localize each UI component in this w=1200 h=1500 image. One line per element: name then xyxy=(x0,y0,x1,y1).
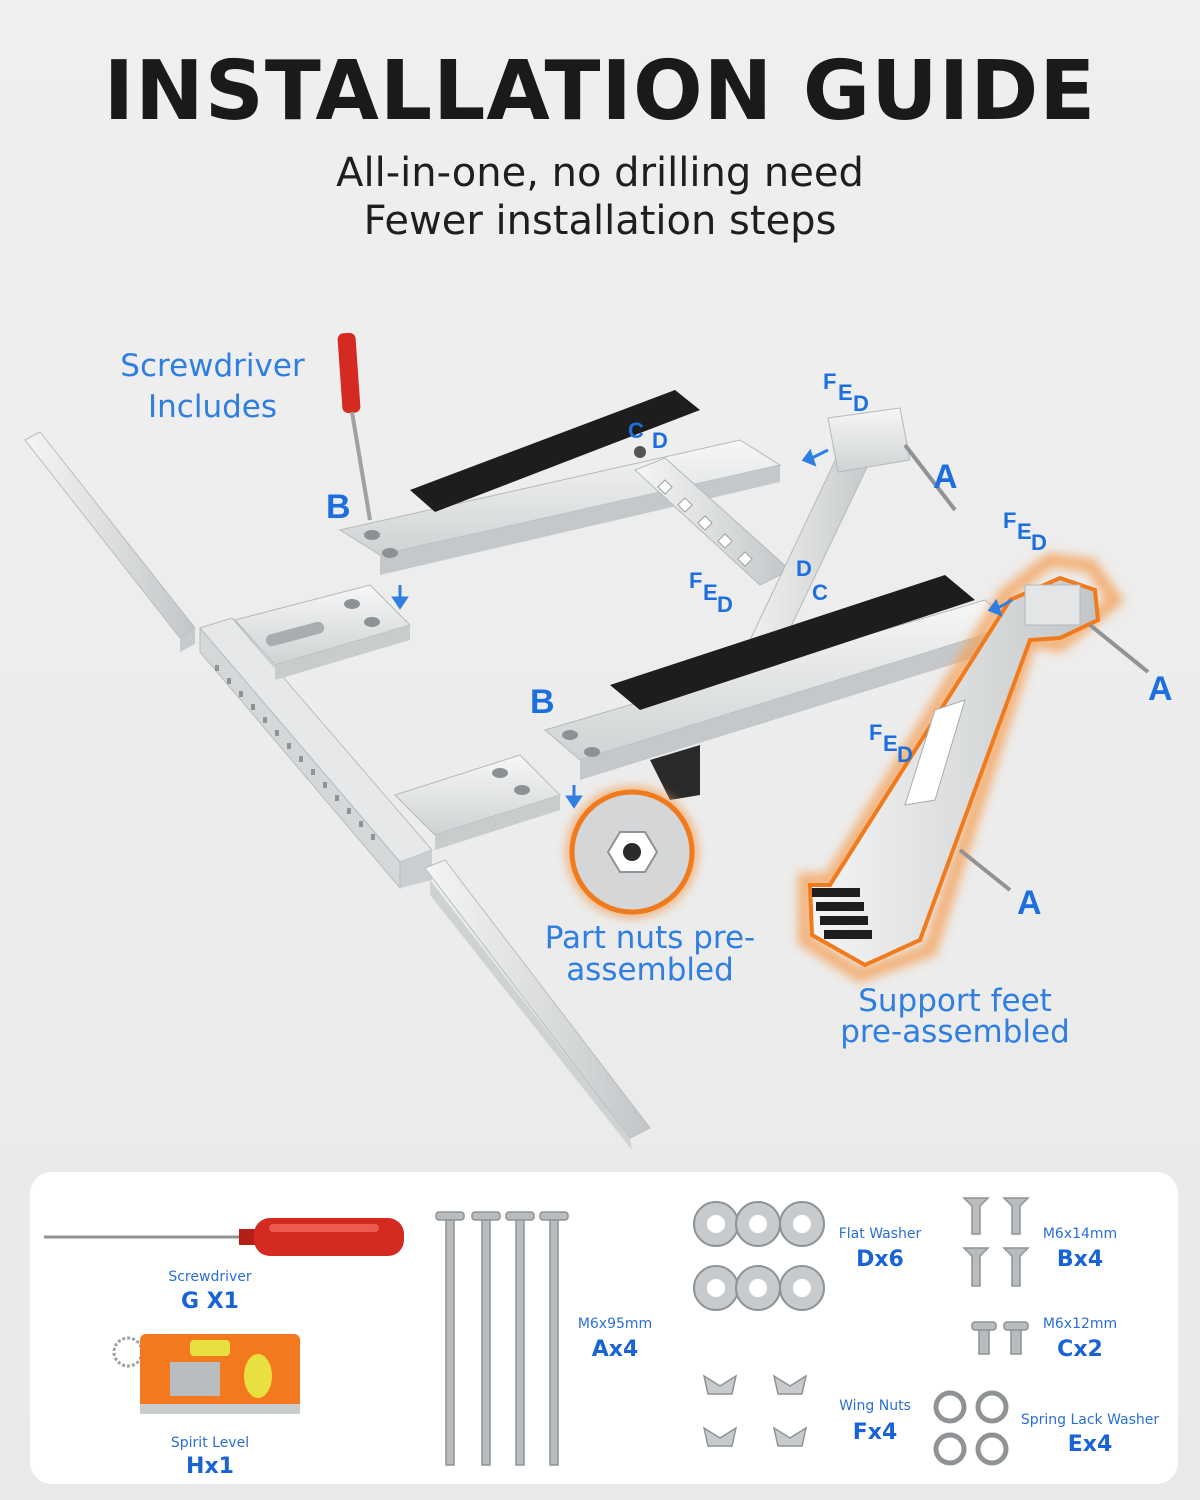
label-e-2: E xyxy=(1017,519,1032,544)
nut-detail-zoom xyxy=(566,786,698,918)
label-d-top: D xyxy=(652,428,668,453)
base-plate-lower xyxy=(394,754,561,850)
label-f-1: F xyxy=(823,369,837,394)
screwdriver-qty: G X1 xyxy=(181,1289,239,1314)
screw-m6x14-name: M6x14mm xyxy=(1042,1226,1118,1242)
upper-support-leg xyxy=(734,407,957,673)
label-c-mid: C xyxy=(812,580,828,605)
label-a-upper: A xyxy=(933,458,958,496)
spirit-level-icon xyxy=(112,1334,300,1414)
label-b-lower: B xyxy=(530,683,555,721)
callout-nuts-line1: Part nuts pre- xyxy=(544,920,756,956)
spring-washer-name: Spring Lack Washer xyxy=(1020,1412,1160,1428)
bracket-assembly-illustration xyxy=(24,332,1150,1150)
label-e-1: E xyxy=(838,380,853,405)
screwdriver-illustration xyxy=(337,332,372,521)
callout-screwdriver-line2: Includes xyxy=(148,389,277,425)
subtitle-line-2: Fewer installation steps xyxy=(363,198,837,244)
page-title: INSTALLATION GUIDE xyxy=(103,44,1097,139)
screw-m6x12-icon xyxy=(971,1321,1029,1355)
label-b-upper: B xyxy=(326,488,351,526)
callout-nuts-line2: assembled xyxy=(566,952,734,988)
bolt-icon xyxy=(435,1211,569,1466)
bolt-name: M6x95mm xyxy=(577,1316,653,1332)
callout-screwdriver-line1: Screwdriver xyxy=(120,348,305,384)
label-d-1: D xyxy=(853,391,869,416)
bolt-qty: Ax4 xyxy=(591,1337,639,1362)
long-rail xyxy=(24,431,651,1150)
spring-washer-icon xyxy=(933,1390,1009,1466)
flat-washer-qty: Dx6 xyxy=(856,1247,904,1272)
screwdriver-part-image xyxy=(44,1218,404,1256)
lower-arm xyxy=(543,575,1017,800)
wing-nut-icon xyxy=(702,1374,808,1447)
wing-nut-qty: Fx4 xyxy=(852,1420,898,1445)
spirit-level-name: Spirit Level xyxy=(170,1435,250,1451)
subtitle-line-1: All-in-one, no drilling need xyxy=(336,150,864,196)
spirit-level-qty: Hx1 xyxy=(186,1454,234,1479)
cross-arm xyxy=(634,446,806,598)
label-f-2: F xyxy=(1003,508,1017,533)
label-c-top: C xyxy=(628,418,644,443)
label-d-mid: D xyxy=(796,556,812,581)
label-f-4: F xyxy=(869,720,883,745)
parts-list-panel: Screwdriver G X1 Spirit Level Hx1 M6x95m… xyxy=(30,1172,1178,1484)
label-a-right: A xyxy=(1148,670,1173,708)
upper-arm xyxy=(338,390,782,575)
label-d-3: D xyxy=(717,592,733,617)
screw-m6x14-icon xyxy=(962,1197,1030,1287)
label-a-foot: A xyxy=(1017,884,1042,922)
label-f-3: F xyxy=(689,568,703,593)
screw-m6x12-name: M6x12mm xyxy=(1042,1316,1118,1332)
flat-washer-icon xyxy=(693,1201,825,1311)
base-plate-upper xyxy=(234,584,411,680)
label-d-2: D xyxy=(1031,530,1047,555)
label-e-3: E xyxy=(703,580,718,605)
label-e-4: E xyxy=(883,731,898,756)
flat-washer-name: Flat Washer xyxy=(838,1226,922,1242)
callout-feet-line1: Support feet xyxy=(858,983,1052,1019)
screw-m6x12-qty: Cx2 xyxy=(1057,1337,1103,1362)
screw-m6x14-qty: Bx4 xyxy=(1056,1247,1104,1272)
spring-washer-qty: Ex4 xyxy=(1067,1432,1113,1457)
label-d-4: D xyxy=(897,742,913,767)
callout-feet-line2: pre-assembled xyxy=(840,1014,1070,1050)
screwdriver-name: Screwdriver xyxy=(168,1269,252,1285)
wing-nut-name: Wing Nuts xyxy=(839,1398,911,1414)
support-foot-highlighted xyxy=(798,552,1150,983)
